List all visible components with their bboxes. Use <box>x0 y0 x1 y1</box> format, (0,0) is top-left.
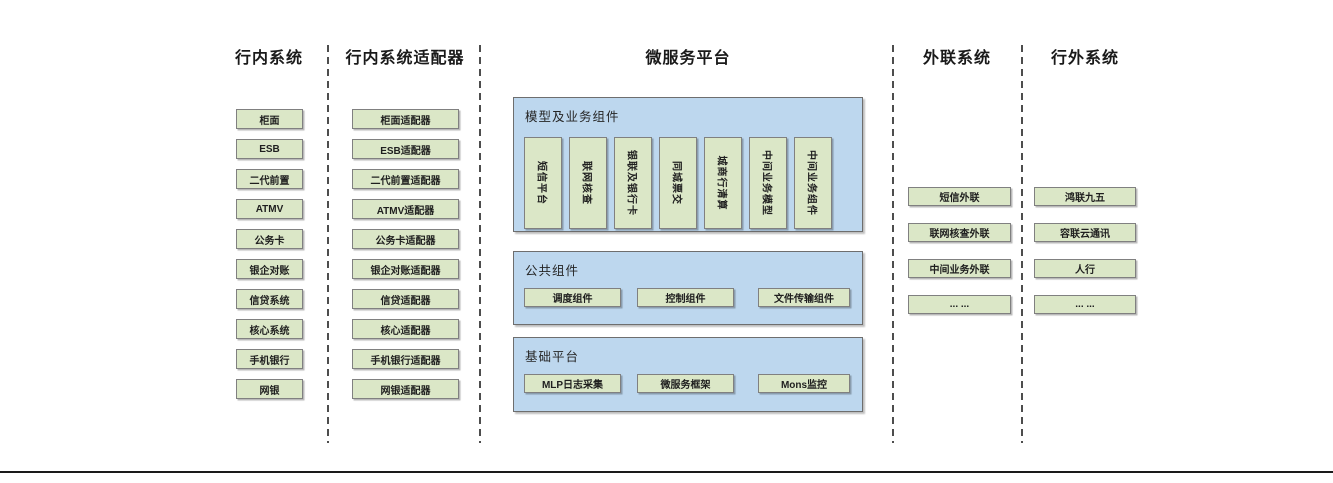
outreach-box: 联网核查外联 <box>908 223 1011 242</box>
system-box: 手机银行 <box>236 349 303 369</box>
adapter-box: 银企对账适配器 <box>352 259 459 279</box>
panel-common-components: 公共组件 调度组件控制组件 文件传输组件 <box>513 251 863 325</box>
column-separator <box>327 45 329 443</box>
outreach-box: 短信外联 <box>908 187 1011 206</box>
system-box: 核心系统 <box>236 319 303 339</box>
model-component-box: 银联及银行卡 <box>614 137 652 229</box>
column-separator <box>892 45 894 443</box>
column-title-microservice-platform: 微服务平台 <box>645 50 731 67</box>
system-box: ATMV <box>236 199 303 219</box>
outreach-systems-list: 短信外联联网核查外联中间业务外联 ... ... <box>908 187 1011 314</box>
panel-model-business-components: 模型及业务组件 短信平台联网核查银联及银行卡同城票交城商行清算中间业务模型中间业… <box>513 97 863 232</box>
column-title-internal-adapters: 行内系统适配器 <box>345 50 465 67</box>
model-component-box: 同城票交 <box>659 137 697 229</box>
bottom-divider-line <box>0 471 1333 473</box>
column-title-internal-systems: 行内系统 <box>234 50 303 67</box>
adapter-box: 核心适配器 <box>352 319 459 339</box>
model-component-box: 城商行清算 <box>704 137 742 229</box>
common-component-box: 调度组件 <box>524 288 621 307</box>
external-box: ... ... <box>1034 295 1136 314</box>
column-separator <box>479 45 481 443</box>
adapter-box: 手机银行适配器 <box>352 349 459 369</box>
outreach-box: 中间业务外联 <box>908 259 1011 278</box>
system-box: 银企对账 <box>236 259 303 279</box>
column-title-external-systems: 行外系统 <box>1050 50 1119 67</box>
adapter-box: 二代前置适配器 <box>352 169 459 189</box>
external-box: 人行 <box>1034 259 1136 278</box>
model-component-box: 短信平台 <box>524 137 562 229</box>
system-box: 二代前置 <box>236 169 303 189</box>
column-separator <box>1021 45 1023 443</box>
external-box: 鸿联九五 <box>1034 187 1136 206</box>
adapter-box: 公务卡适配器 <box>352 229 459 249</box>
outreach-box: ... ... <box>908 295 1011 314</box>
system-box: 网银 <box>236 379 303 399</box>
column-title-outreach-systems: 外联系统 <box>922 50 991 67</box>
adapter-box: ESB适配器 <box>352 139 459 159</box>
model-component-box: 中间业务模型 <box>749 137 787 229</box>
internal-adapters-list: 柜面适配器 ESB适配器二代前置适配器 ATMV适配器公务卡适配器银企对账适配器信贷… <box>352 109 459 399</box>
panel-title: 模型及业务组件 <box>525 110 620 124</box>
internal-systems-list: 柜面 ESB 二代前置 ATMV 公务卡银企对账信贷系统核心系统手机银行网银 <box>236 109 303 399</box>
adapter-box: ATMV适配器 <box>352 199 459 219</box>
adapter-box: 柜面适配器 <box>352 109 459 129</box>
panel-base-platform: 基础平台 MLP日志采集微服务框架 Mons监控 <box>513 337 863 412</box>
common-component-box: 文件传输组件 <box>758 288 850 307</box>
adapter-box: 信贷适配器 <box>352 289 459 309</box>
base-platform-box: 微服务框架 <box>637 374 734 393</box>
model-components-list: 短信平台联网核查银联及银行卡同城票交城商行清算中间业务模型中间业务组件 <box>524 137 832 229</box>
system-box: ESB <box>236 139 303 159</box>
system-box: 柜面 <box>236 109 303 129</box>
panel-title: 基础平台 <box>525 350 580 364</box>
base-platform-box: MLP日志采集 <box>524 374 621 393</box>
base-platform-box: Mons监控 <box>758 374 850 393</box>
panel-title: 公共组件 <box>525 264 580 278</box>
model-component-box: 联网核查 <box>569 137 607 229</box>
system-box: 公务卡 <box>236 229 303 249</box>
system-box: 信贷系统 <box>236 289 303 309</box>
external-box: 容联云通讯 <box>1034 223 1136 242</box>
external-systems-list: 鸿联九五容联云通讯人行 ... ... <box>1034 187 1136 314</box>
model-component-box: 中间业务组件 <box>794 137 832 229</box>
adapter-box: 网银适配器 <box>352 379 459 399</box>
common-component-box: 控制组件 <box>637 288 734 307</box>
